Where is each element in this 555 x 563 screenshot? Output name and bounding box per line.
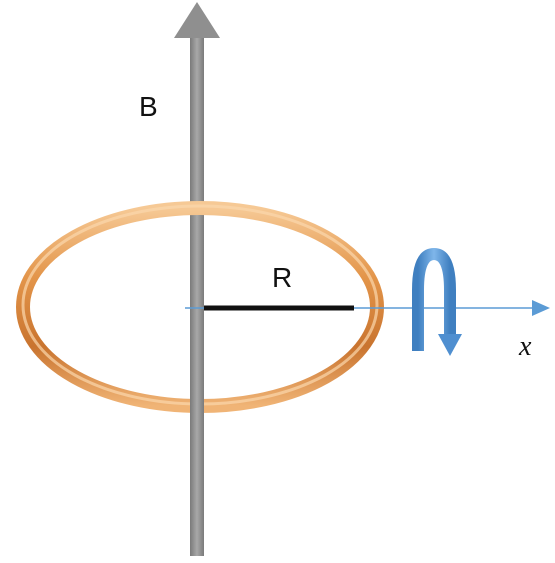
b-field-shaft: [190, 34, 204, 556]
b-field-arrow: [174, 2, 220, 556]
b-field-shaft-front: [190, 392, 204, 422]
b-field-label: B: [139, 91, 158, 122]
x-axis-arrowhead: [532, 300, 550, 316]
radius-label: R: [272, 262, 292, 293]
rotation-arrow-icon: [412, 247, 462, 356]
b-field-arrowhead: [174, 2, 220, 38]
x-axis-label: x: [518, 331, 532, 362]
